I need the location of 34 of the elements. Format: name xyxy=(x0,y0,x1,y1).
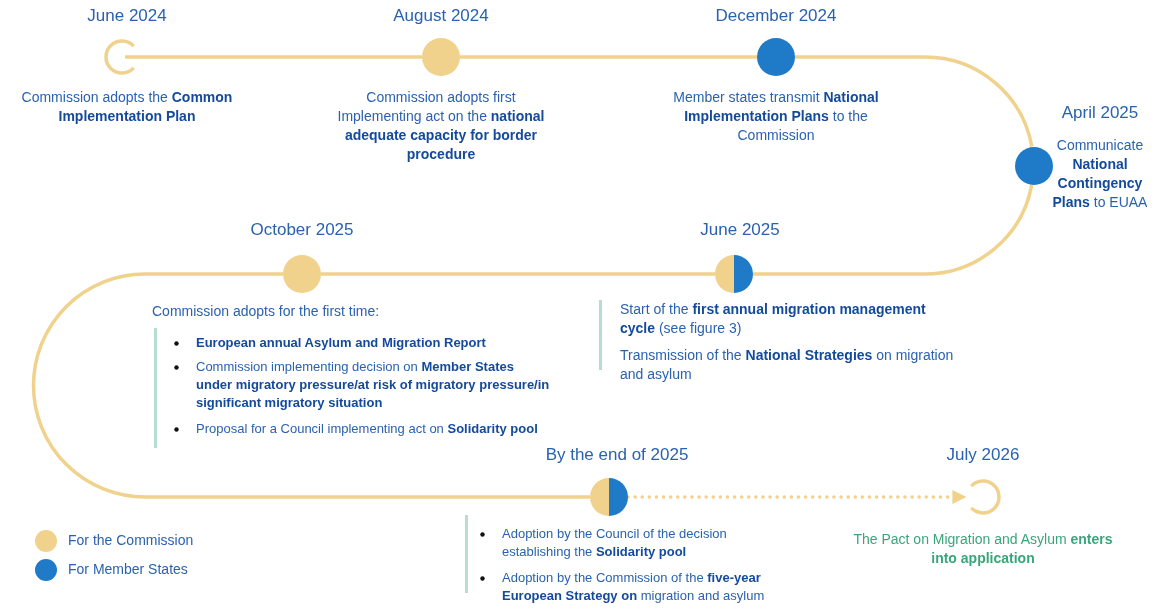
timeline-line xyxy=(795,55,1034,147)
dotted-arrow xyxy=(626,490,967,504)
date-label: July 2026 xyxy=(946,445,1020,465)
bullet-item: Adoption by the Commission of the five-year European Strategy on migration and asylum xyxy=(502,569,766,605)
date-label: By the end of 2025 xyxy=(545,445,689,465)
description-text: Commission adopts the Common Implementation Plan xyxy=(20,88,234,126)
milestone-dot xyxy=(757,38,795,76)
timeline-line xyxy=(460,55,757,59)
timeline-line xyxy=(753,184,1034,276)
date-label: December 2024 xyxy=(715,6,837,26)
bullet-item: Commission implementing decision on Member States under migratory pressure/at risk of migratory pressure/in significant migratory situation xyxy=(196,358,551,412)
description-text: Member states transmit National Implementation Plans to the Commission xyxy=(672,88,880,145)
legend-text: For the Commission xyxy=(68,531,194,550)
legend-text: For Member States xyxy=(68,560,188,579)
timeline-line xyxy=(125,55,422,59)
milestone-dot xyxy=(590,478,628,516)
date-label: June 2024 xyxy=(87,6,167,26)
milestone-dot xyxy=(715,255,753,293)
description-text: Communicate National Contingency Plans to EUAA xyxy=(1051,136,1149,212)
description-text: Transmission of the National Strategies on migration and asylum xyxy=(620,346,955,384)
milestone-dot xyxy=(283,255,321,293)
description-text: The Pact on Migration and Asylum enters into application xyxy=(853,530,1113,568)
bullet-item: Adoption by the Council of the decision establishing the Solidarity pool xyxy=(502,525,728,561)
milestone-dot xyxy=(1014,146,1053,185)
description-text: Start of the first annual migration management cycle (see figure 3) xyxy=(620,300,927,338)
bullet-item: Proposal for a Council implementing act on Solidarity pool xyxy=(196,420,539,438)
bullet-item: European annual Asylum and Migration Report xyxy=(196,334,487,352)
date-label: October 2025 xyxy=(250,220,354,240)
milestone-dot xyxy=(422,38,460,76)
description-text: Commission adopts first Implementing act on the national adequate capacity for border procedure xyxy=(336,88,546,164)
date-label: August 2024 xyxy=(393,6,489,26)
date-label: June 2025 xyxy=(700,220,780,240)
description-text: Commission adopts for the first time: xyxy=(152,302,381,321)
date-label: April 2025 xyxy=(1061,103,1139,123)
